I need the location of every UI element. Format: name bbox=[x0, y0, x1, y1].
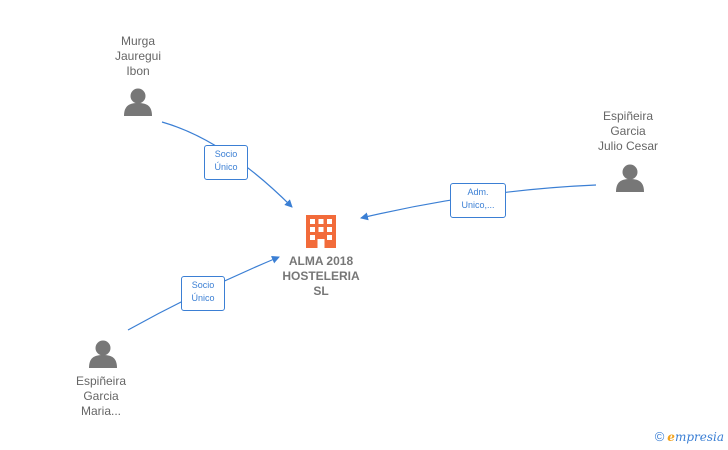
person-name-line: Ibon bbox=[126, 64, 150, 78]
person-name-line: Murga bbox=[120, 34, 155, 48]
company-name-line: SL bbox=[313, 284, 329, 298]
relation-text-line: Unico,... bbox=[461, 200, 495, 210]
relation-text-line: Socio bbox=[191, 280, 215, 290]
company-name-line: HOSTELERIA bbox=[282, 269, 360, 283]
person-label-murga[interactable]: Murga Jauregui Ibon bbox=[98, 34, 178, 79]
relation-text-line: Socio bbox=[214, 149, 238, 159]
relation-text-line: Adm. bbox=[467, 187, 489, 197]
person-name-line: Maria... bbox=[80, 404, 121, 418]
relation-badge-murga[interactable]: Socio Único bbox=[204, 145, 248, 180]
person-name-line: Julio Cesar bbox=[597, 139, 659, 153]
person-name-line: Jauregui bbox=[114, 49, 162, 63]
person-icon-maria[interactable] bbox=[89, 340, 117, 369]
brand-rest: mpresia bbox=[674, 429, 724, 444]
brand-initial: e bbox=[667, 429, 675, 444]
company-building-icon[interactable] bbox=[306, 215, 336, 248]
company-name-line: ALMA 2018 bbox=[288, 254, 354, 268]
person-name-line: Espiñeira bbox=[602, 109, 654, 123]
person-name-line: Garcia bbox=[83, 389, 119, 403]
relation-text-line: Único bbox=[191, 293, 215, 303]
relation-badge-julio[interactable]: Adm. Unico,... bbox=[450, 183, 506, 218]
person-icon-julio[interactable] bbox=[616, 164, 644, 193]
person-label-maria[interactable]: Espiñeira Garcia Maria... bbox=[61, 374, 141, 419]
brand-logo[interactable]: empresia bbox=[667, 430, 724, 444]
person-icon-murga[interactable] bbox=[124, 88, 152, 117]
relation-badge-maria[interactable]: Socio Único bbox=[181, 276, 225, 311]
copyright-icon: © bbox=[654, 429, 665, 444]
person-name-line: Garcia bbox=[610, 124, 646, 138]
footer-brand: © empresia bbox=[655, 429, 724, 444]
company-label[interactable]: ALMA 2018 HOSTELERIA SL bbox=[271, 254, 371, 299]
relation-text-line: Único bbox=[214, 162, 238, 172]
person-label-julio[interactable]: Espiñeira Garcia Julio Cesar bbox=[578, 109, 678, 154]
person-name-line: Espiñeira bbox=[75, 374, 127, 388]
